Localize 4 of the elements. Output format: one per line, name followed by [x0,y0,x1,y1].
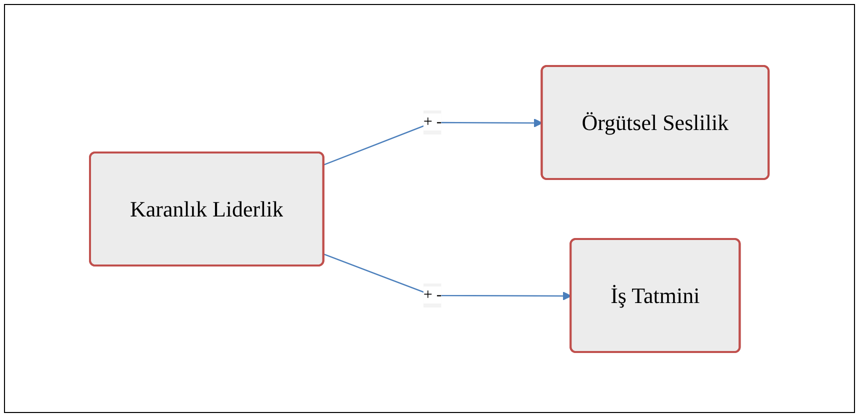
edge-label: + - [424,286,442,303]
edge-label: + - [424,113,442,130]
arrow [324,118,543,165]
arrow [324,253,572,300]
